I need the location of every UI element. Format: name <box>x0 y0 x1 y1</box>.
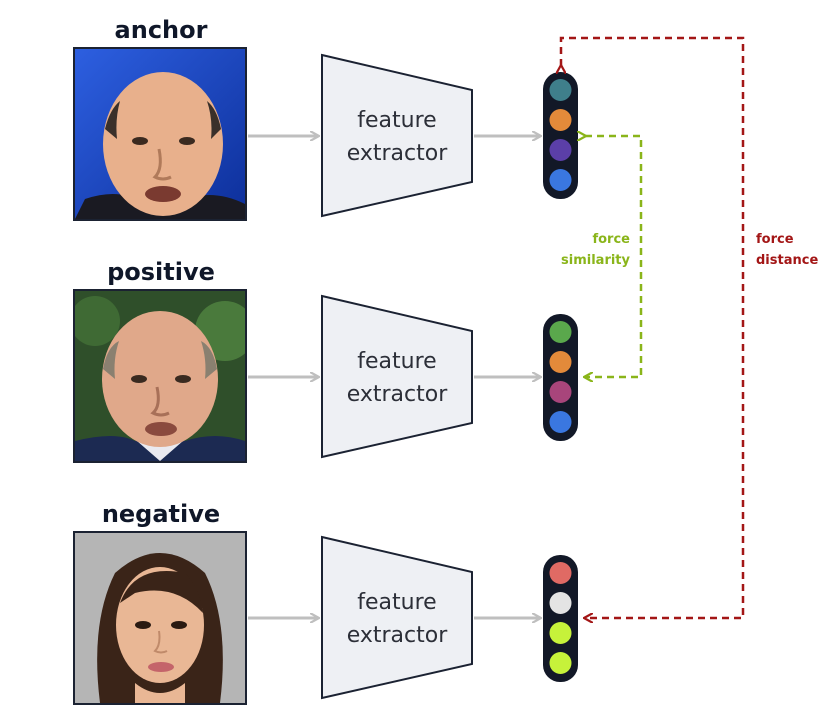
embedding-dot-anchor-3 <box>549 139 572 161</box>
positive-photo <box>73 289 247 463</box>
embedding-dot-positive-4 <box>549 411 572 433</box>
embedding-dot-positive-2 <box>549 351 572 373</box>
force-similarity-label-line2: similarity <box>561 253 631 268</box>
anchor-photo <box>73 47 247 221</box>
embedding-dot-anchor-4 <box>549 169 572 191</box>
feature-extractor-anchor <box>321 53 473 218</box>
embedding-dot-negative-2 <box>549 592 572 614</box>
force-distance-label-line2: distance <box>756 253 818 268</box>
embedding-dot-positive-1 <box>549 321 572 343</box>
negative-label: negative <box>101 500 221 528</box>
force-distance-label-line1: force <box>756 232 794 247</box>
positive-label: positive <box>107 258 215 286</box>
negative-photo <box>73 531 247 705</box>
extractor-line2-positive: extractor <box>347 382 449 407</box>
force-distance-link <box>561 36 745 618</box>
embedding-dot-negative-4 <box>549 652 572 674</box>
force-similarity-label-line1: force <box>592 232 630 247</box>
extractor-line1-anchor: feature <box>357 108 436 133</box>
extractor-line1-positive: feature <box>357 349 436 374</box>
force-similarity-link <box>585 136 643 377</box>
embedding-dot-anchor-1 <box>549 79 572 101</box>
embedding-dot-negative-3 <box>549 622 572 644</box>
feature-extractor-negative <box>321 535 473 700</box>
extractor-line1-negative: feature <box>357 590 436 615</box>
extractor-line2-anchor: extractor <box>347 141 449 166</box>
embedding-dot-negative-1 <box>549 562 572 584</box>
embedding-dot-positive-3 <box>549 381 572 403</box>
feature-extractor-positive <box>321 294 473 459</box>
embedding-dot-anchor-2 <box>549 109 572 131</box>
extractor-line2-negative: extractor <box>347 623 449 648</box>
anchor-label: anchor <box>114 16 208 44</box>
